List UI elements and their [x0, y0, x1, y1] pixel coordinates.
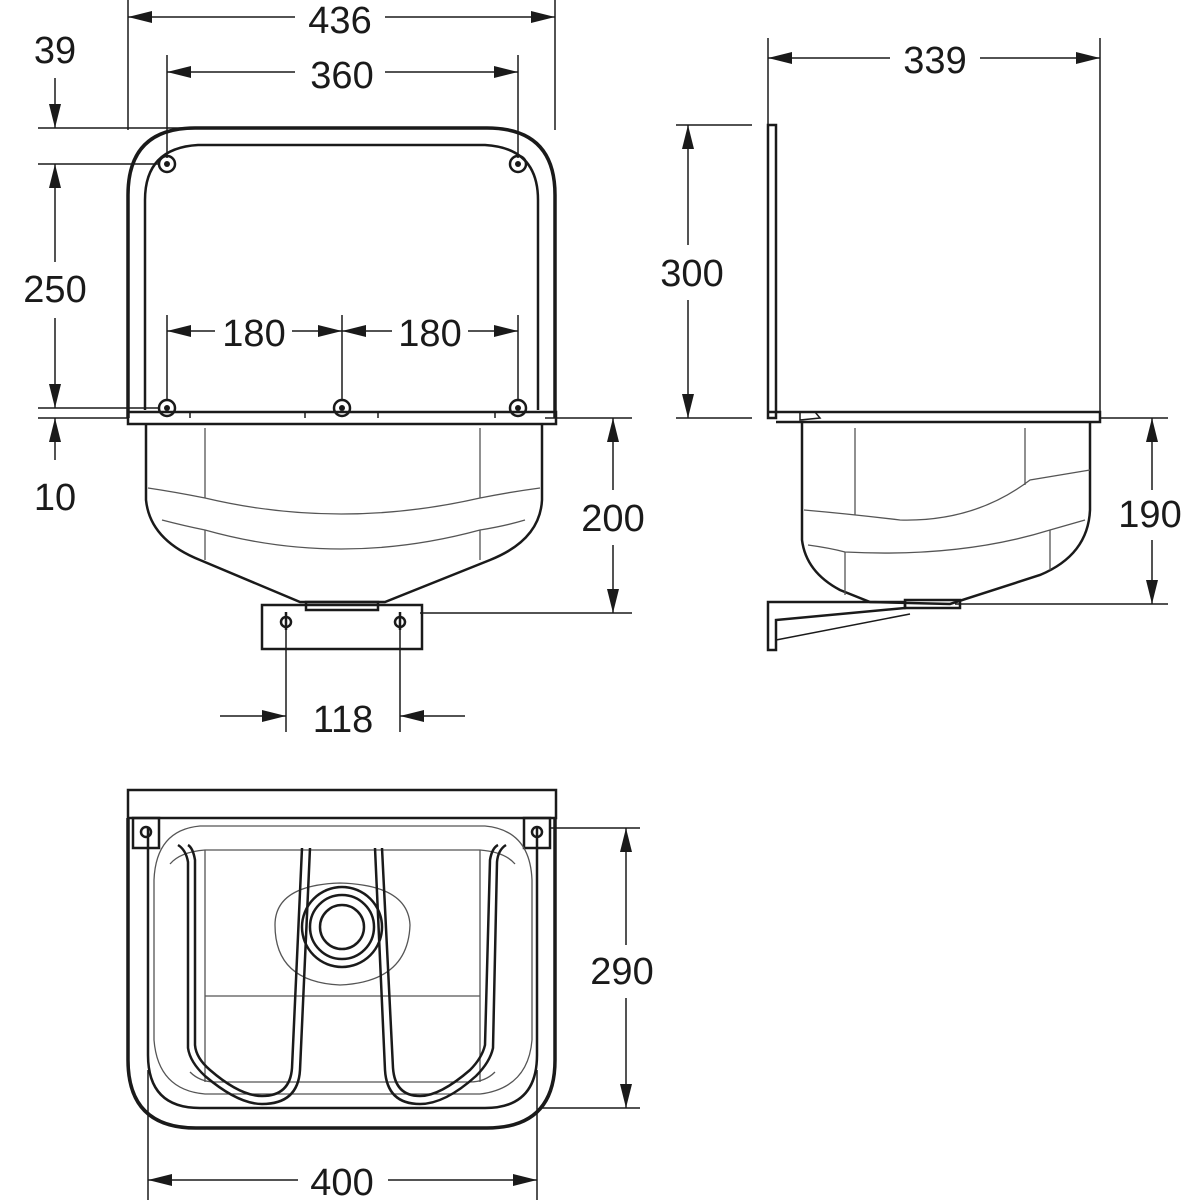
dim-bracket-spacing: 118 — [313, 699, 374, 741]
front-rim — [126, 410, 558, 426]
dim-side-backplate-height: 300 — [660, 253, 723, 295]
dim-bowl-height: 200 — [581, 498, 644, 540]
side-bowl — [800, 422, 1092, 606]
dim-side-bowl-height: 190 — [1118, 494, 1181, 536]
mounting-hole — [157, 154, 177, 174]
side-backplate — [766, 123, 778, 420]
side-view: 339 300 190 — [660, 38, 1182, 652]
dim-spacing-left: 180 — [222, 313, 285, 355]
side-rim — [768, 410, 1102, 424]
dim-top-offset: 39 — [34, 30, 76, 72]
top-mounting-tab — [522, 816, 552, 850]
mounting-hole — [508, 398, 528, 418]
dim-top-depth: 290 — [590, 951, 653, 993]
mounting-hole — [508, 154, 528, 174]
dim-backplate-height: 250 — [23, 269, 86, 311]
top-mounting-tab — [131, 816, 161, 850]
front-backplate-inner — [143, 143, 540, 410]
dim-backplate-width: 360 — [310, 55, 373, 97]
side-bracket — [766, 600, 907, 652]
mounting-hole — [332, 398, 352, 418]
dim-overall-width: 436 — [308, 0, 371, 42]
dim-rim: 10 — [34, 477, 76, 519]
dim-side-depth: 339 — [903, 40, 966, 82]
top-drain — [274, 882, 411, 986]
top-view: 290 400 — [126, 788, 654, 1200]
front-view: 436 360 39 250 10 — [23, 0, 645, 741]
front-bracket — [260, 603, 424, 651]
top-wire-rack — [177, 843, 507, 1106]
top-back-edge — [126, 788, 558, 820]
top-bowl-outer — [126, 818, 557, 1130]
mounting-hole — [157, 398, 177, 418]
dim-spacing-right: 180 — [398, 313, 461, 355]
top-bowl-inner — [153, 825, 533, 1095]
dim-top-width: 400 — [310, 1162, 373, 1200]
